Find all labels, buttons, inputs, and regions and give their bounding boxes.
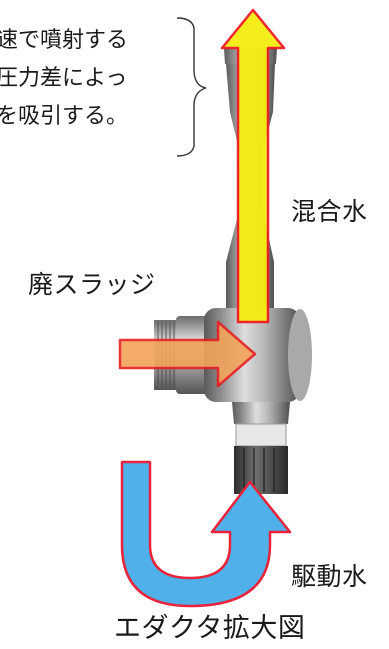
callout-line: 圧力差によっ	[0, 66, 128, 91]
callout-line: 速で噴射する	[0, 28, 129, 53]
u-turn-arrow-icon	[120, 460, 292, 608]
up-arrow-icon	[220, 8, 286, 324]
callout-bracket	[176, 17, 207, 157]
callout-line: を吸引する。	[0, 104, 129, 129]
callout-text: 速で噴射する 圧力差によっ を吸引する。	[0, 30, 186, 160]
waste-sludge-label: 廃スラッジ	[28, 270, 156, 299]
drive-water-label: 駆動水	[291, 562, 368, 591]
mixed-water-label: 混合水	[291, 197, 368, 226]
diagram-caption: エダクタ拡大図	[114, 613, 306, 644]
right-arrow-icon	[118, 320, 257, 388]
